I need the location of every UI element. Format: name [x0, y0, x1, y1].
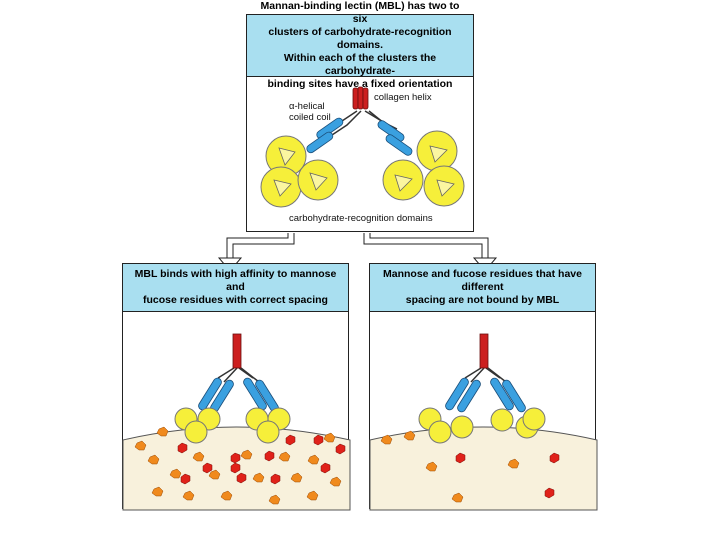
collagen-stalk — [232, 333, 242, 369]
crd-label: carbohydrate-recognition domains — [289, 213, 433, 224]
caption-line: clusters of carbohydrate-recognition dom… — [268, 26, 452, 51]
coiled-coil-right — [377, 120, 413, 156]
residues-red — [177, 434, 346, 485]
caption-line: spacing are not bound by MBL — [405, 294, 560, 306]
caption-line: Within each of the clusters the carbohyd… — [283, 52, 437, 77]
structure-caption: Mannan-binding lectin (MBL) has two to s… — [247, 0, 473, 90]
collagen-helix — [352, 86, 369, 110]
collagen-stalk — [479, 333, 489, 369]
different-spacing-panel: Mannose and fucose residues that have di… — [369, 263, 598, 511]
correct-spacing-caption: MBL binds with high affinity to mannose … — [123, 264, 348, 312]
unbound-crd-heads — [418, 407, 546, 444]
coiled-coil-label: α-helical coiled coil — [289, 101, 331, 123]
unbound-mbl-diagram — [369, 333, 598, 511]
crd-cluster-left — [260, 135, 339, 208]
mbl-molecule-diagram — [260, 86, 465, 208]
residues-orange — [134, 426, 342, 505]
caption-line: MBL binds with high affinity to mannose … — [134, 268, 337, 293]
bound-mbl-diagram — [122, 333, 351, 511]
residues-red — [455, 452, 560, 499]
caption-line: fucose residues with correct spacing — [143, 294, 328, 306]
residues-orange — [380, 430, 520, 503]
coiled-coil-left — [306, 117, 344, 154]
caption-line: Mannan-binding lectin (MBL) has two to s… — [260, 0, 460, 25]
arrow-right — [363, 233, 489, 262]
caption-line: binding sites have a fixed orientation — [267, 78, 453, 90]
bound-crd-heads — [174, 407, 291, 444]
mbl-structure-panel: Mannan-binding lectin (MBL) has two to s… — [246, 0, 474, 232]
cell-surface — [369, 426, 598, 511]
caption-line: Mannose and fucose residues that have di… — [383, 268, 582, 293]
different-spacing-caption: Mannose and fucose residues that have di… — [370, 264, 595, 312]
collagen-helix-label: collagen helix — [374, 92, 432, 103]
correct-spacing-panel: MBL binds with high affinity to mannose … — [122, 263, 351, 511]
